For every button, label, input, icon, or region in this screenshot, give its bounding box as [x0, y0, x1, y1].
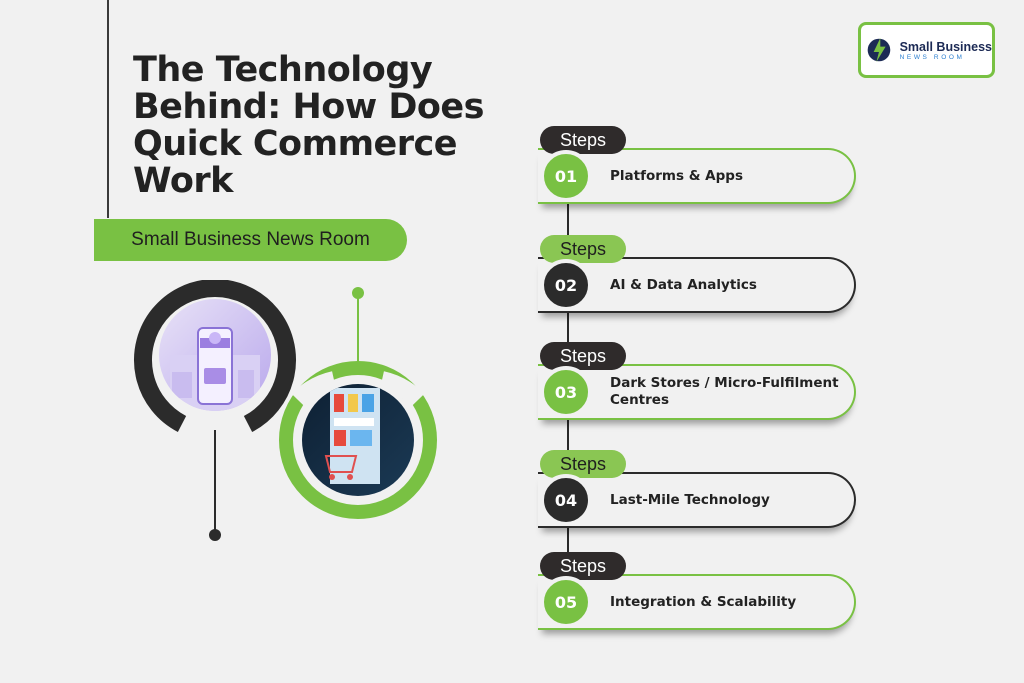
shopping-cart-store-image	[279, 287, 437, 519]
step-tab: Steps	[540, 552, 626, 580]
logo-sub-text: NEWS ROOM	[899, 53, 965, 61]
illustrations	[134, 280, 437, 541]
lightning-b-logo-icon	[867, 38, 891, 62]
step-4: Steps 04 Last-Mile Technology	[538, 450, 858, 580]
step-tab: Steps	[540, 126, 626, 154]
shopping-app-phone-image	[134, 280, 296, 541]
step-label: Integration & Scalability	[610, 593, 797, 610]
step-number: 02	[540, 259, 592, 311]
logo-main-text: Small Business	[899, 39, 992, 54]
source-banner: Small Business News Room	[94, 219, 407, 261]
step-tab: Steps	[540, 235, 626, 263]
step-number: 01	[540, 150, 592, 202]
step-2: Steps 02 AI & Data Analytics	[538, 235, 858, 365]
step-tab: Steps	[540, 342, 626, 370]
step-pill	[538, 574, 856, 630]
step-label: Dark Stores / Micro-Fulfilment Centres	[610, 375, 839, 408]
step-tab: Steps	[540, 450, 626, 478]
page-title: The Technology Behind: How Does Quick Co…	[133, 50, 485, 201]
brand-logo[interactable]: Small Business NEWS ROOM	[858, 22, 995, 78]
step-label: Last-Mile Technology	[610, 491, 770, 508]
step-label: AI & Data Analytics	[610, 276, 757, 293]
title-rule	[107, 0, 109, 218]
step-number: 03	[540, 366, 592, 418]
step-number: 04	[540, 474, 592, 526]
step-label: Platforms & Apps	[610, 167, 743, 184]
step-1: Steps 01 Platforms & Apps	[538, 126, 858, 256]
step-number: 05	[540, 576, 592, 628]
step-3: Steps 03 Dark Stores / Micro-Fulfilment …	[538, 342, 858, 472]
step-pill	[538, 148, 856, 204]
step-5: Steps 05 Integration & Scalability	[538, 552, 858, 682]
